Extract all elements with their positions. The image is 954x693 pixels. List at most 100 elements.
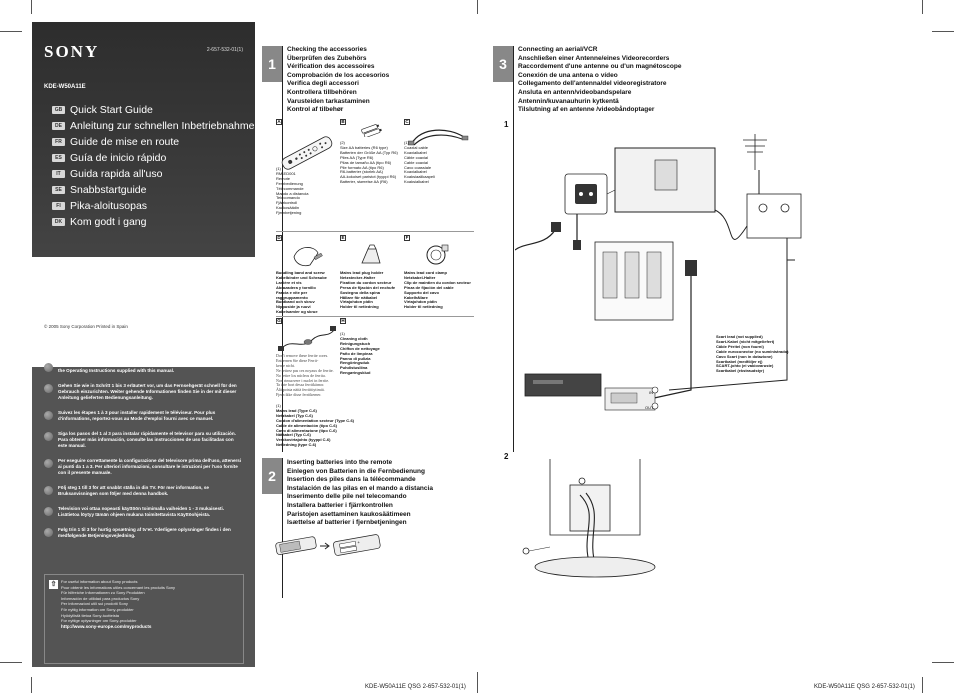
accessory-letter: F xyxy=(404,235,410,241)
section-title: Anschließen einer Antenne/eines Videorec… xyxy=(518,54,670,62)
section-title: Tilslutning af en antenne /videobåndopta… xyxy=(518,106,655,114)
footer-code-left: KDE-W50A11E QSG 2-657-532-01(1) xyxy=(365,684,466,690)
cover-white-band xyxy=(32,257,255,367)
cable-bundling-diagram xyxy=(522,459,656,578)
crop-mark xyxy=(477,0,478,14)
section-title: Raccordement d'une antenne ou d'un magné… xyxy=(518,63,682,71)
globe-icon xyxy=(44,507,53,516)
arrow-up-icon: ⇧ xyxy=(49,580,58,589)
accessory-letter: H xyxy=(340,318,346,324)
section3-titles: Connecting an aerial/VCR Anschließen ein… xyxy=(518,46,681,115)
section-title: Inserting batteries into the remote xyxy=(287,459,393,466)
accessory-text: (1) Mains lead (Type C-6)Netzkabel (Typ … xyxy=(276,403,354,448)
copyright: © 2005 Sony Corporation Printed in Spain xyxy=(44,324,128,329)
qsg-item: FR Guide de mise en route xyxy=(52,134,254,150)
info-line: För nyttig information om Sony-produkter xyxy=(61,606,134,612)
section-title: Ansluta en antenn/videobandspelare xyxy=(518,88,632,96)
step-item: Følg trin 1 til 3 for hurtig opsætning a… xyxy=(44,527,244,539)
step-item: Follow steps 1 through 3 to quickly set … xyxy=(44,362,244,374)
info-line: Hyödyllistä tietoa Sony-tuotteista xyxy=(61,612,120,618)
section-divider xyxy=(282,46,283,452)
qsg-title: Quick Start Guide xyxy=(70,104,153,116)
section2-titles: Inserting batteries into the remote Einl… xyxy=(287,459,433,528)
cord-clamp-icon xyxy=(426,244,449,265)
info-line: Für hilfreiche Informationen zu Sony Pro… xyxy=(61,590,145,596)
section-title: Antennin/kuvanauhurin kytkentä xyxy=(518,97,619,105)
step-text: Gehen Sie wie in Schritt 1 bis 3 erläute… xyxy=(58,383,237,400)
section-title: Überprüfen des Zubehörs xyxy=(287,54,367,62)
info-line: Pour obtenir les informations utiles con… xyxy=(61,584,176,590)
section-title: Checking the accessories xyxy=(287,46,367,53)
lang-badge: FI xyxy=(52,202,65,210)
info-line: For useful information about Sony produc… xyxy=(61,579,138,584)
out-label: OUT xyxy=(645,405,654,410)
qsg-title: Guide de mise en route xyxy=(70,136,180,148)
section-title: Collegamento dell'antenna/del videoregis… xyxy=(518,80,667,88)
crop-mark xyxy=(477,672,478,693)
step-item: Television voi ottaa nopeasti käyttöön t… xyxy=(44,506,244,518)
section-title: Kontrollera tillbehören xyxy=(287,88,357,96)
qsg-title: Guía de inicio rápido xyxy=(70,152,167,164)
globe-icon xyxy=(44,528,53,537)
crop-mark xyxy=(932,662,954,663)
section-title: Insertion des piles dans la télécommande xyxy=(287,476,416,484)
section-title: Instalación de las pilas en el mando a d… xyxy=(287,484,433,492)
accessory-b: B (2) Size AA batteries (R6 type)Batteri… xyxy=(340,119,402,259)
section-divider xyxy=(282,458,283,598)
accessory-g: G Don't remove these ferrite cores.Entfe… xyxy=(276,318,354,454)
info-box: ⇧ For useful information about Sony prod… xyxy=(44,574,244,664)
row-divider xyxy=(276,316,474,317)
info-line: Per informazioni utili sui prodotti Sony xyxy=(61,601,128,607)
cover-steps-area xyxy=(32,367,255,667)
row-divider xyxy=(276,231,474,232)
section-number-1: 1 xyxy=(262,46,282,82)
crop-mark xyxy=(0,31,22,32)
qsg-item: GB Quick Start Guide xyxy=(52,102,254,118)
step-text: Följ steg 1 till 3 för att snabbt ställa… xyxy=(58,485,209,496)
info-url[interactable]: http://www.sony-europe.com/myproducts xyxy=(61,623,152,629)
plug-holder-icon xyxy=(361,244,381,264)
qsg-item: ES Guía de inicio rápido xyxy=(52,150,254,166)
accessory-letter: D xyxy=(276,235,282,241)
qsg-title: Anleitung zur schnellen Inbetriebnahme xyxy=(70,120,255,132)
section-title: Varusteiden tarkastaminen xyxy=(287,97,370,105)
lang-badge: ES xyxy=(52,154,65,162)
lang-badge: FR xyxy=(52,138,65,146)
section-title: Isættelse af batterier i fjernbetjeninge… xyxy=(287,519,407,527)
step-item: Suivez les étapes 1 à 3 pour installer r… xyxy=(44,410,244,422)
in-label: IN xyxy=(649,390,653,395)
crop-mark xyxy=(31,0,32,14)
globe-icon xyxy=(44,486,53,495)
accessory-letter: G xyxy=(276,318,282,324)
lang-badge: GB xyxy=(52,106,65,114)
info-line: For nyttige oplysninger om Sony-produkte… xyxy=(61,618,137,624)
crop-mark xyxy=(31,677,32,693)
globe-icon xyxy=(44,384,53,393)
section-title: Verifica degli accessori xyxy=(287,80,359,88)
aerial-vcr-connection-diagram xyxy=(515,134,802,411)
step-text: Television voi ottaa nopeasti käyttöön t… xyxy=(58,506,225,517)
section-number-3: 3 xyxy=(493,46,513,82)
lang-badge: DK xyxy=(52,218,65,226)
bundling-band-icon xyxy=(293,247,323,267)
globe-icon xyxy=(44,432,53,441)
step-text: Per eseguire correttamente la configuraz… xyxy=(58,458,242,475)
section-title: Connecting an aerial/VCR xyxy=(518,46,598,53)
accessory-letter: C xyxy=(404,119,410,125)
svg-text:+: + xyxy=(357,539,361,544)
crop-mark xyxy=(0,662,22,663)
step-text: Suivez les étapes 1 à 3 pour installer r… xyxy=(58,410,216,421)
step-text: Follow steps 1 through 3 to quickly set … xyxy=(58,362,241,373)
step-item: Per eseguire correttamente la configuraz… xyxy=(44,458,244,476)
step-text: Siga los pasos del 1 al 3 para instalar … xyxy=(58,431,236,448)
